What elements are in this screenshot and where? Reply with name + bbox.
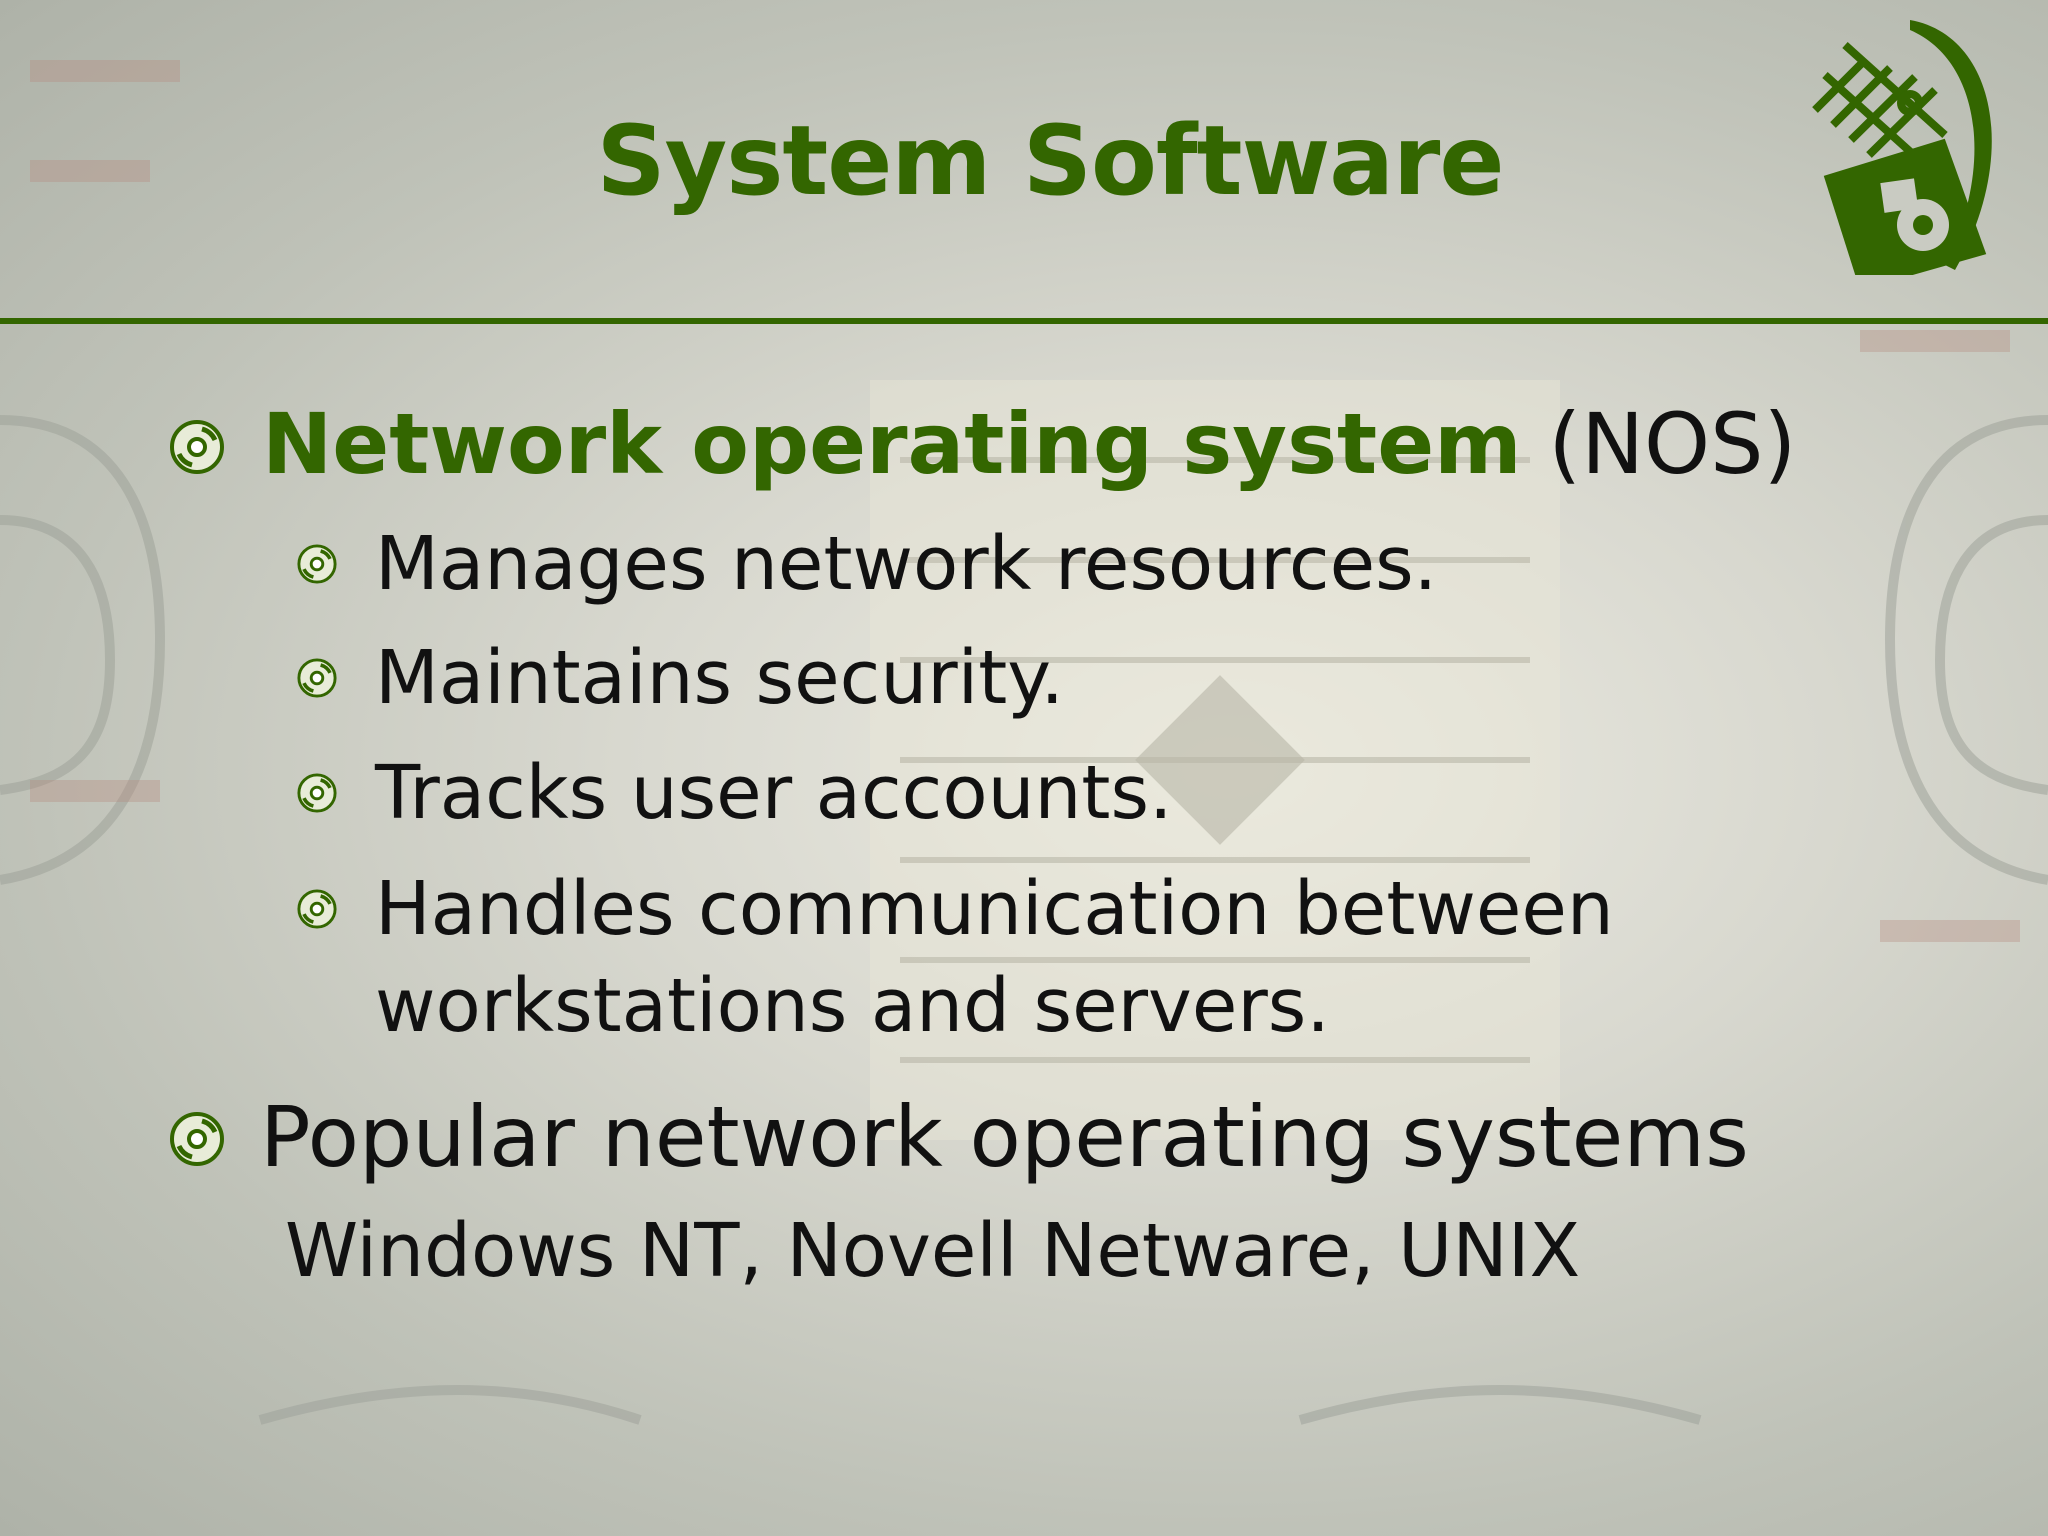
cd-disc-icon xyxy=(297,658,337,698)
examples-line: Windows NT, Novell Netware, UNIX xyxy=(285,1208,1581,1294)
bullet-popular: Popular network operating systems xyxy=(260,1088,1749,1186)
bullet-nos-emphasis: Network operating system xyxy=(262,395,1522,493)
sub-bullet-communication-line2: workstations and servers. xyxy=(375,963,1330,1049)
cd-disc-icon xyxy=(170,420,224,474)
sub-bullet-accounts: Tracks user accounts. xyxy=(375,750,1173,836)
title-divider xyxy=(0,318,2048,324)
sub-bullet-security: Maintains security. xyxy=(375,635,1064,721)
cd-disc-icon xyxy=(297,544,337,584)
slide-title: System Software xyxy=(596,105,1505,217)
circuit-floppy-logo xyxy=(1812,20,1992,275)
cd-disc-icon xyxy=(297,889,337,929)
cd-disc-icon xyxy=(170,1112,224,1166)
sub-bullet-resources: Manages network resources. xyxy=(375,521,1438,607)
sub-bullet-communication-line1: Handles communication between xyxy=(375,866,1614,952)
bullet-nos-suffix: (NOS) xyxy=(1521,395,1797,493)
cd-disc-icon xyxy=(297,773,337,813)
bullet-nos: Network operating system (NOS) xyxy=(262,395,1796,493)
